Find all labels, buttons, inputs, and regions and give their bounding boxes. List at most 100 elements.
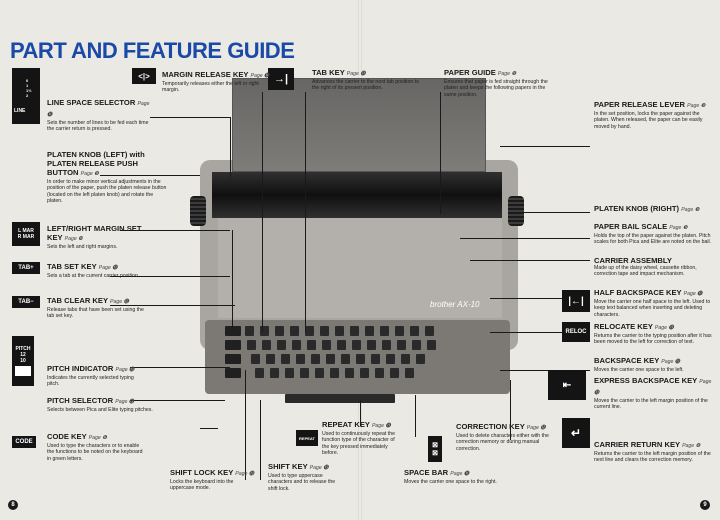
function-key — [225, 354, 241, 364]
keyboard-key — [425, 326, 434, 336]
keyboard-key — [350, 326, 359, 336]
platen-knob-right — [508, 196, 524, 226]
keyboard-key — [307, 340, 316, 350]
keyboard-key — [356, 354, 365, 364]
keyboard-key — [397, 340, 406, 350]
keyboard-key — [251, 354, 260, 364]
keyboard-key — [270, 368, 279, 378]
keyboard-key — [326, 354, 335, 364]
function-key — [225, 326, 241, 336]
keyboard-key — [285, 368, 294, 378]
keyboard-key — [401, 354, 410, 364]
keyboard-key — [380, 326, 389, 336]
platen — [212, 172, 502, 218]
keyboard-key — [300, 368, 309, 378]
keyboard-key — [320, 326, 329, 336]
relocate-key-icon: RELOC — [562, 322, 590, 342]
keyboard-key — [245, 326, 254, 336]
pitch-indicator-icon: PITCH 12 10 — [12, 336, 34, 386]
keyboard-key — [390, 368, 399, 378]
keyboard-key — [296, 354, 305, 364]
keyboard-key — [277, 340, 286, 350]
keyboard-key — [330, 368, 339, 378]
keyboard-key — [335, 326, 344, 336]
platen-knob-left-label: PLATEN KNOB (LEFT) with PLATEN RELEASE P… — [47, 150, 167, 204]
keyboard-key — [360, 368, 369, 378]
keyboard-key — [427, 340, 436, 350]
keyboard-key — [322, 340, 331, 350]
function-key — [225, 368, 241, 378]
keyboard-key — [405, 368, 414, 378]
keyboard-key — [386, 354, 395, 364]
correction-key-icon: ⊠⊠ — [428, 436, 442, 462]
keyboard-key — [341, 354, 350, 364]
keyboard-key — [281, 354, 290, 364]
keyboard-key — [262, 340, 271, 350]
line-space-icon: 0 1 1½ 2 LINE — [12, 68, 40, 124]
keyboard-key — [410, 326, 419, 336]
keyboard-key — [365, 326, 374, 336]
keyboard-key — [292, 340, 301, 350]
brand-label: brother AX-10 — [430, 300, 480, 309]
platen-knob-left — [190, 196, 206, 226]
keyboard-key — [412, 340, 421, 350]
keyboard — [205, 320, 510, 394]
carrier-return-key-icon: ↵ — [562, 418, 590, 448]
keyboard-key — [395, 326, 404, 336]
tab-set-key-icon: TAB+ — [12, 262, 40, 274]
keyboard-key — [352, 340, 361, 350]
keyboard-key — [275, 326, 284, 336]
keyboard-key — [382, 340, 391, 350]
keyboard-key — [266, 354, 275, 364]
keyboard-key — [305, 326, 314, 336]
page-title: PART AND FEATURE GUIDE — [10, 38, 295, 63]
keyboard-key — [315, 368, 324, 378]
backspace-key-icon: ⇤ — [548, 370, 586, 400]
keyboard-key — [255, 368, 264, 378]
repeat-key-icon: REPEAT — [296, 430, 318, 446]
platen-knob-right-label: PLATEN KNOB (RIGHT) Page ❾ — [594, 204, 700, 213]
keyboard-key — [371, 354, 380, 364]
page-number-right: 9 — [700, 500, 710, 510]
page-number-left: 8 — [8, 500, 18, 510]
keyboard-key — [247, 340, 256, 350]
keyboard-key — [416, 354, 425, 364]
tab-clear-key-icon: TAB− — [12, 296, 40, 308]
margin-release-key-icon: <|> — [132, 68, 156, 84]
space-bar-key — [285, 394, 395, 403]
keyboard-key — [375, 368, 384, 378]
keyboard-key — [345, 368, 354, 378]
code-key-icon: CODE — [12, 436, 36, 448]
half-backspace-key-icon: |←| — [562, 290, 590, 312]
keyboard-key — [337, 340, 346, 350]
paper-support — [232, 78, 486, 172]
keyboard-key — [290, 326, 299, 336]
carrier-housing — [218, 218, 502, 318]
tab-key-icon: →| — [268, 68, 294, 90]
keyboard-key — [367, 340, 376, 350]
keyboard-key — [260, 326, 269, 336]
